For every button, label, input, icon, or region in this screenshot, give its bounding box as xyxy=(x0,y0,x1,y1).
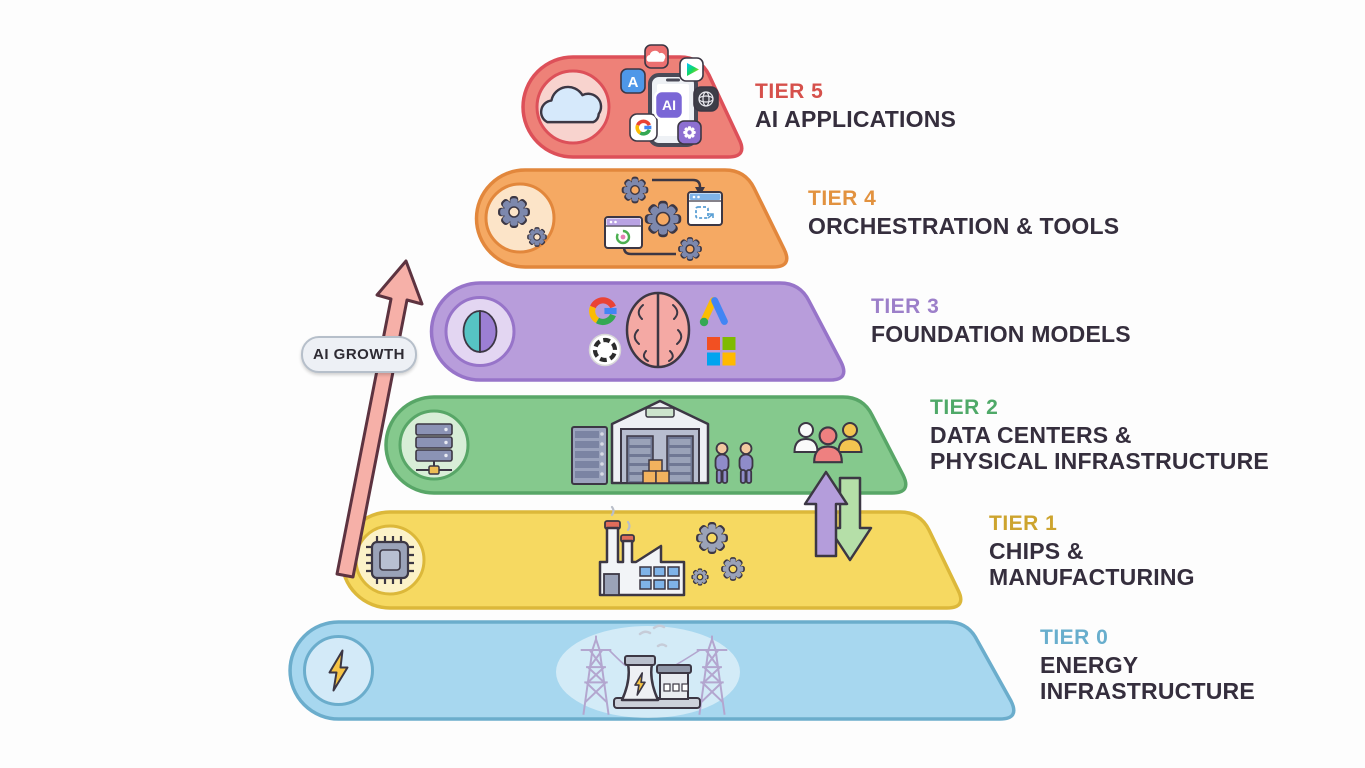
svg-text:A: A xyxy=(628,74,639,91)
up-arrow xyxy=(803,470,849,558)
gears-icon xyxy=(498,196,547,247)
cluster-gears-icon xyxy=(621,176,702,261)
server-tower-icon xyxy=(571,426,608,485)
tier-4-group xyxy=(474,168,789,269)
tier-2-label: TIER 2 DATA CENTERS & PHYSICAL INFRASTRU… xyxy=(930,396,1269,474)
ads-a-icon xyxy=(699,297,728,327)
power-plant-icon xyxy=(613,624,701,709)
microsoft-icon xyxy=(707,337,736,366)
tier-0-number: TIER 0 xyxy=(1040,626,1109,649)
chip-icon xyxy=(366,536,414,584)
ai-badge-icon: AI xyxy=(653,89,685,121)
growth-arrow xyxy=(335,259,424,579)
tier-5-number: TIER 5 xyxy=(755,80,824,103)
tier-3-label: TIER 3 FOUNDATION MODELS xyxy=(871,295,1131,347)
tier-5-title: AI APPLICATIONS xyxy=(755,106,957,132)
tier-2-title: DATA CENTERS & PHYSICAL INFRASTRUCTURE xyxy=(930,422,1269,474)
browser-window-right-icon xyxy=(687,191,723,226)
server-rack-icon xyxy=(415,423,453,475)
tier-4-title: ORCHESTRATION & TOOLS xyxy=(808,213,1120,239)
tier-1-title: CHIPS & MANUFACTURING xyxy=(989,538,1195,590)
warehouse-icon xyxy=(610,399,710,485)
tier-0-group xyxy=(288,620,1016,721)
tier-2-group xyxy=(384,395,908,495)
browser-window-left-icon xyxy=(604,216,643,249)
gear-app-icon xyxy=(677,120,702,145)
down-arrow xyxy=(827,476,873,562)
openai-icon xyxy=(588,333,622,367)
tier-4-number: TIER 4 xyxy=(808,187,877,210)
tier-1-group xyxy=(340,505,963,610)
tier-2-number: TIER 2 xyxy=(930,396,999,419)
tier-1-label: TIER 1 CHIPS & MANUFACTURING xyxy=(989,512,1195,590)
tier-1-number: TIER 1 xyxy=(989,512,1058,535)
factory-icon xyxy=(598,505,686,597)
cloud-app-icon xyxy=(644,44,669,69)
dual-brain-icon xyxy=(462,310,498,353)
tier-3-number: TIER 3 xyxy=(871,295,940,318)
brain-icon xyxy=(625,291,691,369)
tier-4-label: TIER 4 ORCHESTRATION & TOOLS xyxy=(808,187,1119,239)
tier-0-label: TIER 0 ENERGY INFRASTRUCTURE xyxy=(1040,626,1255,704)
google-app-icon xyxy=(629,113,658,142)
tier-3-title: FOUNDATION MODELS xyxy=(871,321,1131,347)
exchange-arrows-icon xyxy=(803,470,873,562)
tier-5-label: TIER 5 AI APPLICATIONS xyxy=(755,80,956,132)
tier-3-group xyxy=(429,281,846,382)
factory-gears-icon xyxy=(691,522,745,586)
appstore-icon: A xyxy=(620,68,646,94)
globe-app-icon xyxy=(693,86,719,112)
playstore-icon xyxy=(679,57,704,82)
tier-5-group: A AI xyxy=(521,44,744,159)
growth-label-pill: AI GROWTH xyxy=(301,336,417,373)
svg-text:AI: AI xyxy=(662,97,676,113)
tier-0-title: ENERGY INFRASTRUCTURE xyxy=(1040,652,1255,704)
